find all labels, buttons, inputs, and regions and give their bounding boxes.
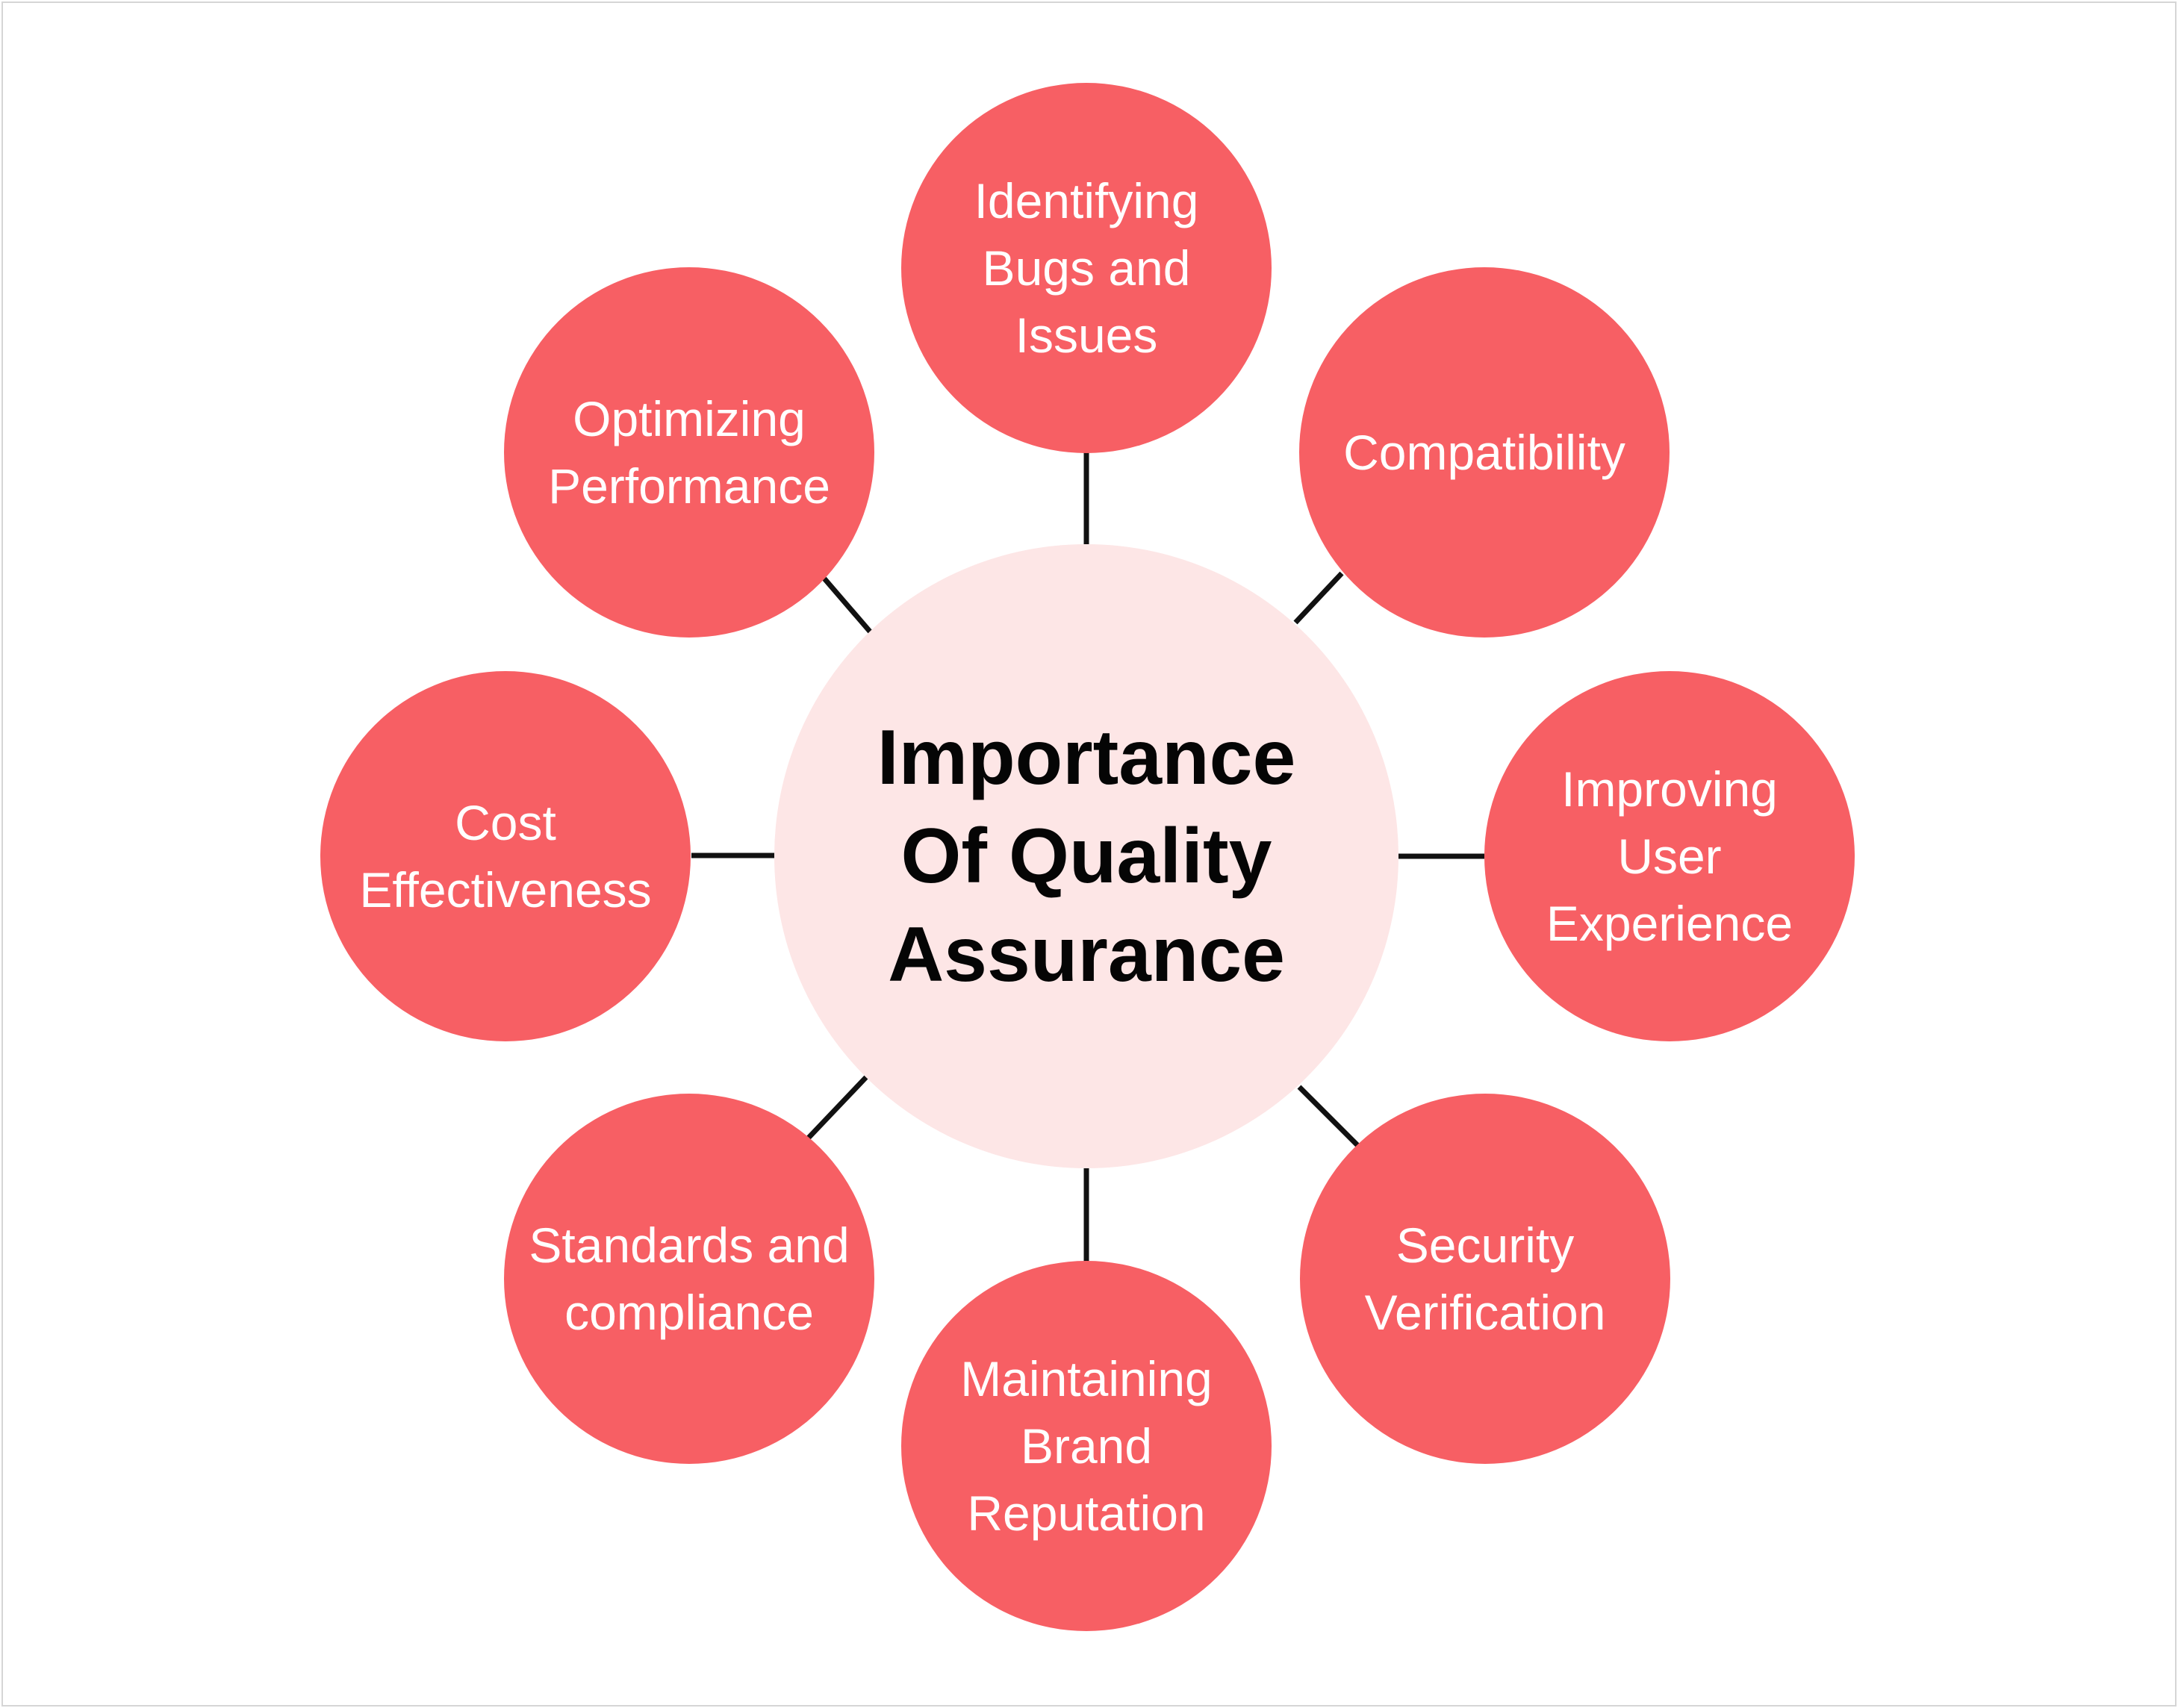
node-improving-user-experience: Improving User Experience [1484, 671, 1855, 1041]
node-cost-effectiveness: Cost Effectiveness [320, 671, 691, 1041]
node-security-verification: Security Verification [1300, 1094, 1670, 1464]
node-label: Standards and compliance [529, 1218, 850, 1340]
node-label: Compatibility [1343, 425, 1625, 480]
node-optimizing-performance: Optimizing Performance [504, 267, 874, 638]
node-brand-reputation: Maintaining Brand Reputation [901, 1261, 1272, 1631]
center-topic: Importance Of Quality Assurance [774, 544, 1398, 1168]
node-compatibility: Compatibility [1299, 267, 1670, 638]
node-label: Maintaining Brand Reputation [960, 1351, 1213, 1541]
connector-bottom-right [1297, 1085, 1361, 1149]
node-label: Security Verification [1364, 1218, 1606, 1340]
node-label: Optimizing Performance [548, 391, 830, 514]
connector-top-left [822, 576, 873, 635]
connector-bottom-left [806, 1075, 868, 1141]
center-title: Importance Of Quality Assurance [877, 714, 1296, 998]
node-label: Cost Effectiveness [359, 795, 652, 917]
node-label: Improving User Experience [1546, 761, 1793, 951]
node-standards-compliance: Standards and compliance [504, 1094, 874, 1464]
connector-top-right [1293, 571, 1344, 625]
node-label: Identifying Bugs and Issues [974, 173, 1199, 363]
node-identifying-bugs: Identifying Bugs and Issues [901, 83, 1272, 453]
